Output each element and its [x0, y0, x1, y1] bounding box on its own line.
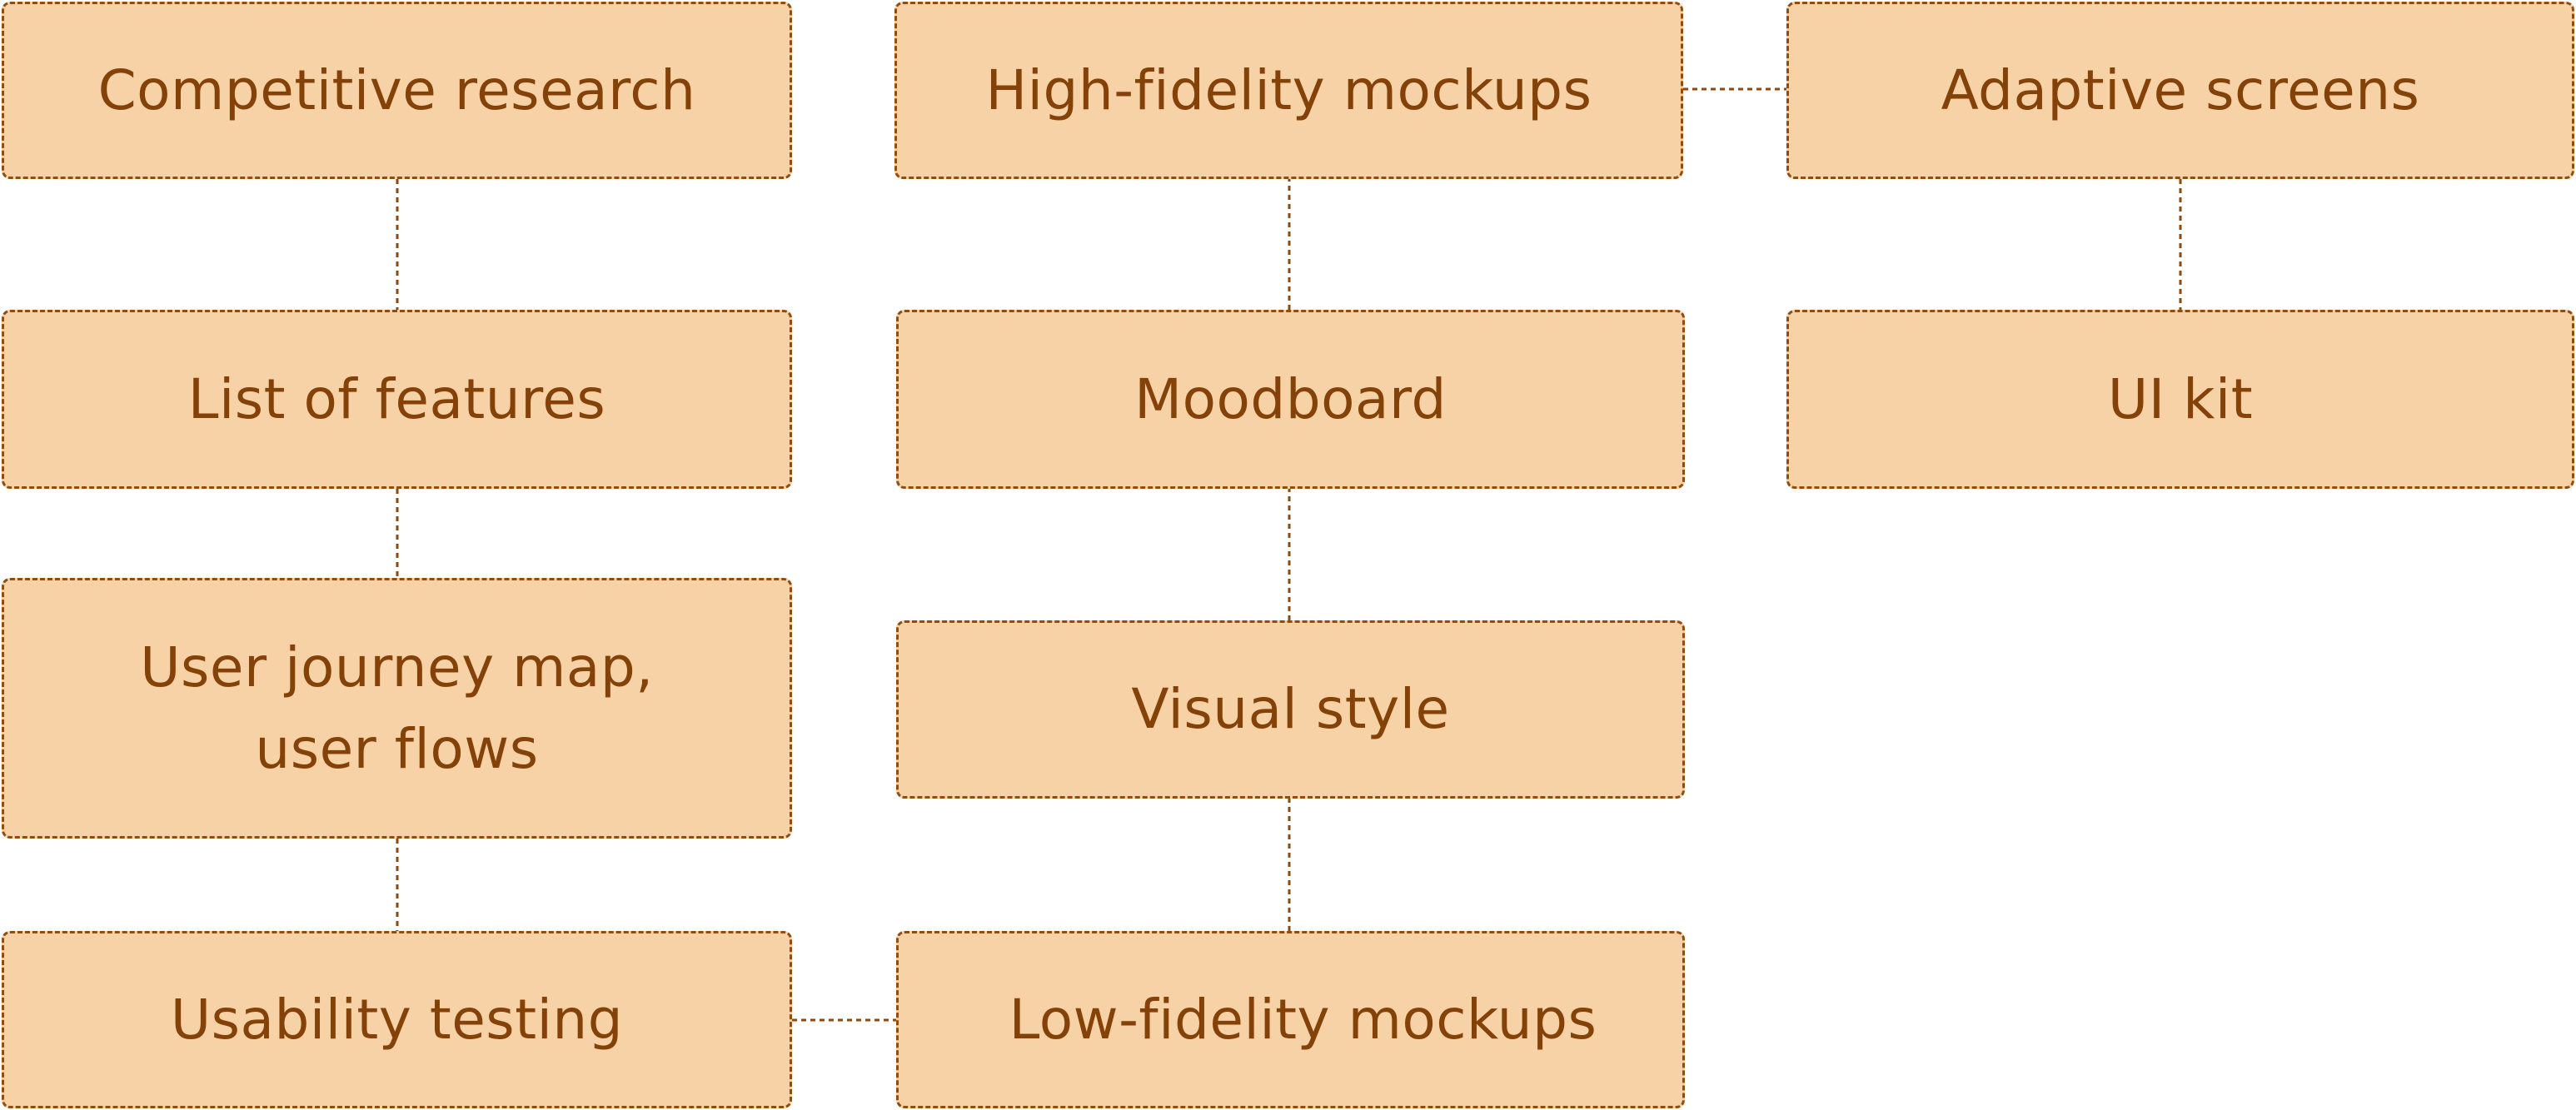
node-high-fidelity-mockups: High-fidelity mockups: [894, 2, 1683, 179]
node-moodboard: Moodboard: [896, 310, 1685, 489]
node-label: Visual style: [1131, 677, 1450, 742]
node-list-of-features: List of features: [2, 310, 792, 489]
node-label: Low-fidelity mockups: [1009, 987, 1597, 1052]
node-label: Usability testing: [170, 987, 624, 1052]
node-visual-style: Visual style: [896, 620, 1685, 799]
node-usability-testing: Usability testing: [2, 931, 792, 1108]
node-label: List of features: [187, 366, 606, 431]
node-ui-kit: UI kit: [1786, 310, 2574, 489]
node-label-line: user flows: [255, 716, 539, 781]
node-label: UI kit: [2107, 366, 2254, 431]
node-label: Adaptive screens: [1941, 57, 2420, 122]
node-label: Moodboard: [1134, 366, 1447, 431]
node-competitive-research: Competitive research: [2, 2, 792, 179]
node-low-fidelity-mockups: Low-fidelity mockups: [896, 931, 1685, 1108]
node-label: User journey map, user flows: [140, 627, 654, 789]
node-label: Competitive research: [97, 57, 696, 122]
node-label-line: User journey map,: [140, 635, 654, 699]
node-adaptive-screens: Adaptive screens: [1786, 2, 2574, 179]
node-user-journey-map: User journey map, user flows: [2, 578, 792, 839]
node-label: High-fidelity mockups: [985, 57, 1592, 122]
